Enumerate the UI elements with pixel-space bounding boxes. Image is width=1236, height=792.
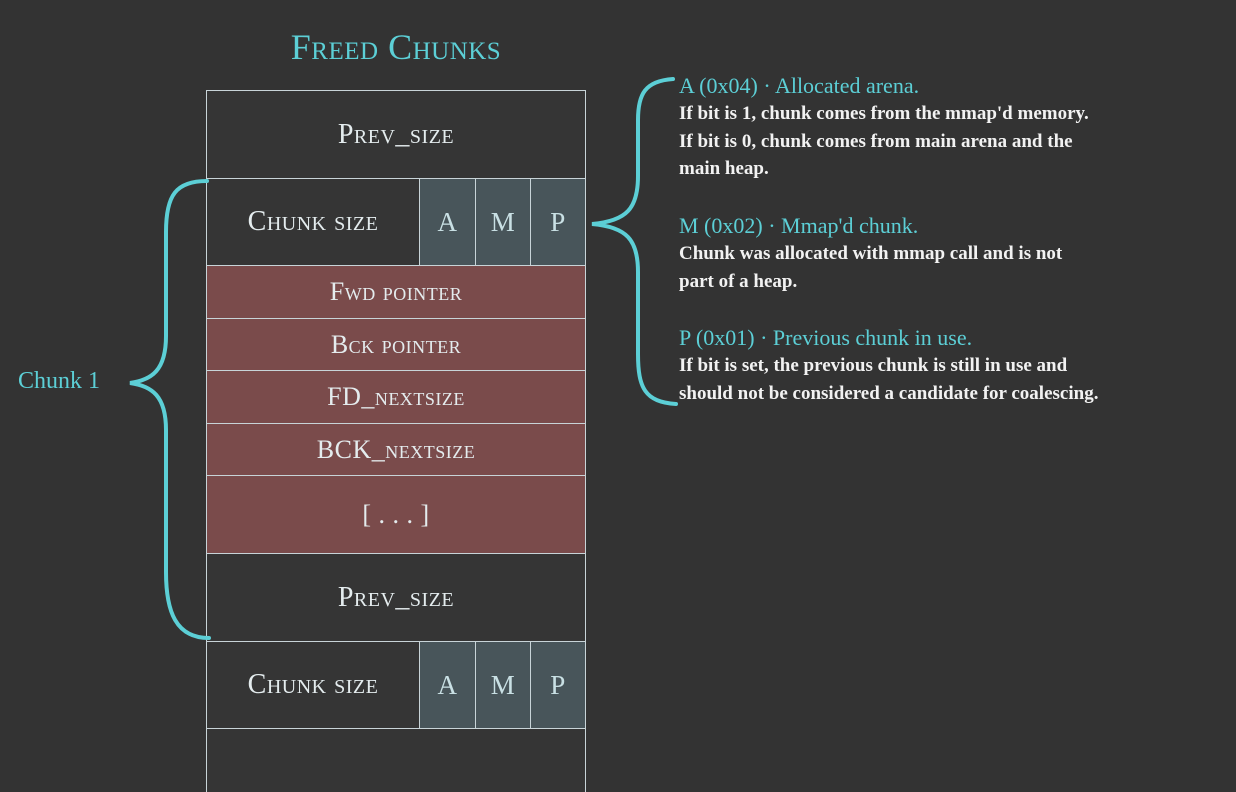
chunk-label: Chunk 1 bbox=[18, 368, 101, 394]
flag-p-cell: P bbox=[530, 178, 586, 266]
description-a: A (0x04) · Allocated arena. If bit is 1,… bbox=[679, 72, 1229, 183]
diagram-title: Freed Chunks bbox=[290, 27, 502, 67]
description-body: If bit is 1, chunk comes from the mmap'd… bbox=[679, 103, 1089, 179]
next-chunk-cell bbox=[206, 728, 586, 792]
description-body: Chunk was allocated with mmap call and i… bbox=[679, 243, 1063, 292]
description-heading: M (0x02) · Mmap'd chunk. bbox=[679, 213, 919, 238]
fd-nextsize-cell: FD_nextsize bbox=[206, 370, 586, 424]
bck-pointer-cell: Bck pointer bbox=[206, 318, 586, 371]
prev-size-cell: Prev_size bbox=[206, 90, 586, 179]
flag-m-cell: M bbox=[475, 178, 531, 266]
chunk-size-cell-next: Chunk size bbox=[206, 641, 420, 729]
bck-nextsize-cell: BCK_nextsize bbox=[206, 423, 586, 476]
flags-brace bbox=[591, 77, 678, 406]
flag-a-cell: A bbox=[419, 178, 476, 266]
description-body: If bit is set, the previous chunk is sti… bbox=[679, 355, 1099, 404]
flag-m-cell-next: M bbox=[475, 641, 531, 729]
flag-p-cell-next: P bbox=[530, 641, 586, 729]
description-m: M (0x02) · Mmap'd chunk. Chunk was alloc… bbox=[679, 212, 1229, 295]
description-heading: A (0x04) · Allocated arena. bbox=[679, 73, 920, 98]
description-heading: P (0x01) · Previous chunk in use. bbox=[679, 325, 973, 350]
prev-size-cell-next: Prev_size bbox=[206, 553, 586, 642]
description-p: P (0x01) · Previous chunk in use. If bit… bbox=[679, 324, 1229, 407]
chunk-brace bbox=[129, 179, 211, 640]
